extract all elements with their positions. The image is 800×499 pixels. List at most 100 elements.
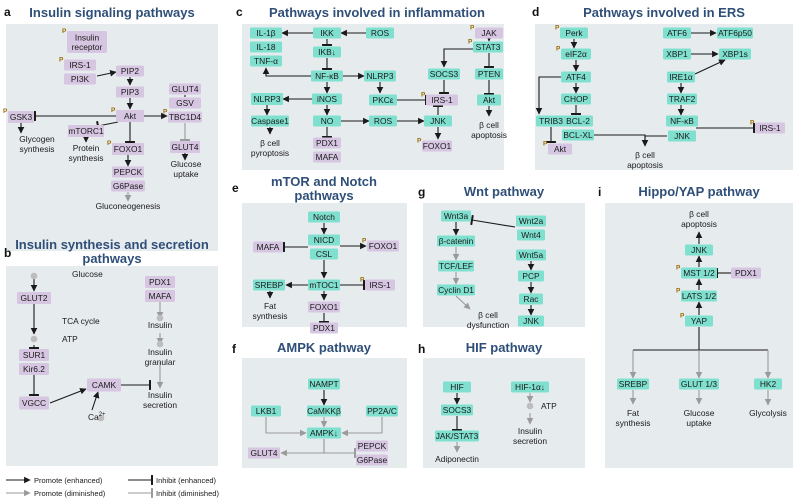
label-text: TCA cycle: [62, 316, 100, 326]
node-box: [19, 363, 49, 375]
node-a-pi3k: PI3K: [64, 73, 96, 85]
label-text: Fat: [627, 408, 640, 418]
node-box: [311, 70, 343, 82]
edge-c-stat3-socs3: [440, 48, 473, 68]
node-box: [17, 292, 51, 304]
node-label: Wnt4: [521, 230, 541, 240]
node-label: SREBP: [619, 379, 648, 389]
phospho-mark: P: [59, 57, 64, 64]
node-box: [168, 111, 202, 123]
node-label: Perk: [565, 28, 583, 38]
node-g-bcat: β-catenin: [437, 235, 475, 247]
label-text: β cell: [478, 310, 498, 320]
node-label: FOXO1: [369, 241, 398, 251]
node-d-trib3: TRIB3: [536, 115, 566, 127]
node-label: CAMK: [92, 380, 117, 390]
node-box: [364, 70, 396, 82]
panel-e-title-line2: pathways: [294, 188, 353, 203]
node-label: IRE1α: [669, 72, 693, 82]
node-box: [685, 315, 713, 327]
node-i-srebp: SREBP: [617, 378, 649, 390]
node-c-ikk: IKK: [313, 27, 341, 39]
node-g-wnt2a: Wnt2a: [516, 215, 546, 227]
node-d-ire1a: IRE1α: [667, 71, 695, 83]
node-label: XBP1s: [722, 49, 748, 59]
edge-c-nfkb-tnf: [262, 67, 311, 77]
node-box: [561, 93, 591, 105]
node-label-line2: receptor: [72, 42, 103, 52]
node-box: [145, 276, 175, 288]
label-text: Insulin: [148, 347, 173, 357]
node-box: [369, 94, 397, 106]
node-box: [116, 110, 144, 122]
node-box: [719, 48, 751, 60]
label-text: Ca2+: [88, 412, 106, 422]
node-box: [313, 151, 341, 163]
node-label: GSK3: [10, 112, 33, 122]
node-box: [438, 260, 474, 272]
panel-i-title: Hippo/YAP pathway: [638, 184, 760, 199]
node-label: JAK: [481, 28, 497, 38]
node-box: [475, 27, 503, 39]
label-h-atp: ATP: [541, 401, 557, 411]
panel-f-letter: f: [232, 342, 237, 356]
node-c-no: NO: [313, 115, 341, 127]
node-g-pcp: PCP: [518, 270, 544, 282]
node-label: JNK: [674, 131, 690, 141]
label-text: β cell: [260, 138, 280, 148]
node-box: [663, 27, 691, 39]
node-box: [356, 440, 388, 452]
node-box: [251, 115, 289, 127]
node-label: CSL: [316, 249, 333, 259]
panel-h-letter: h: [418, 342, 425, 356]
node-box: [679, 378, 719, 390]
node-h-hif1a: HIF-1α↓: [511, 381, 549, 393]
node-e-pdx1: PDX1: [310, 322, 338, 334]
node-label: IRS-1: [369, 280, 391, 290]
node-label: Insulin: [75, 33, 100, 43]
node-d-nfkb: NF-κB: [666, 115, 698, 127]
phospho-mark: P: [470, 25, 475, 32]
node-b-mafa: MAFA: [145, 290, 175, 302]
node-g-wnt3a: Wnt3a: [441, 210, 471, 222]
node-a-pip2: PIP2: [116, 65, 144, 77]
phospho-mark: P: [543, 141, 548, 148]
node-label: TRIB3: [539, 116, 563, 126]
node-d-atf4: ATF4: [561, 71, 591, 83]
node-box: [313, 137, 341, 149]
node-box: [116, 65, 144, 77]
node-box: [443, 381, 471, 393]
node-g-cyclin: Cyclin D1: [437, 284, 475, 296]
panel-b-letter: b: [4, 246, 11, 260]
label-text-line2: apoptosis: [681, 219, 717, 229]
node-label: SREBP: [255, 280, 284, 290]
node-box: [617, 378, 649, 390]
label-text: β cell: [635, 150, 655, 160]
label-text: Adiponectin: [435, 454, 479, 464]
node-label: ATF4: [566, 72, 586, 82]
node-e-srebp: SREBP: [253, 279, 285, 291]
legend-promote-diminished: Promote (diminished): [34, 489, 106, 498]
node-label: HIF: [450, 382, 464, 392]
node-label: SOCS3: [430, 69, 459, 79]
node-box: [308, 378, 340, 390]
node-d-chop: CHOP: [561, 93, 591, 105]
node-box: [312, 93, 342, 105]
node-box: [366, 405, 398, 417]
node-label: Wnt2a: [519, 216, 544, 226]
node-label: IRS-1: [431, 95, 453, 105]
node-box: [560, 27, 588, 39]
node-label: HIF-1α↓: [515, 382, 545, 392]
phospho-mark: P: [360, 277, 365, 284]
node-g-rac: Rac: [519, 293, 543, 305]
node-label: mTOC1: [309, 280, 339, 290]
node-f-pepck: PEPCK: [356, 440, 388, 452]
node-label: ROS: [374, 116, 393, 126]
